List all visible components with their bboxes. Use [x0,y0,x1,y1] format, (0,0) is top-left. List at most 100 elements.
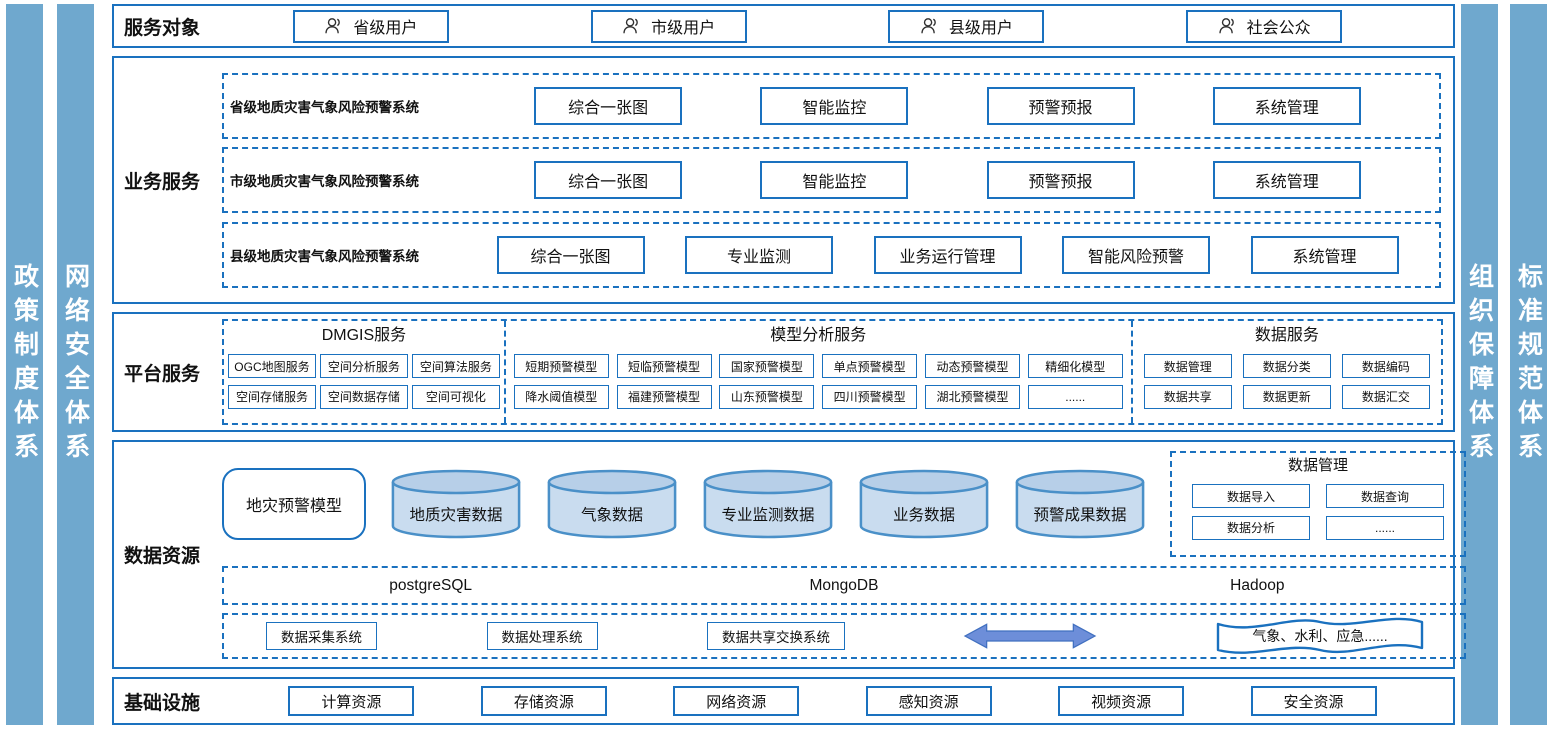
module-box: 系统管理 [1212,86,1361,125]
mgmt-item-box: ...... [1326,515,1444,540]
data-share-exchange-system-box: 数据共享交换系统 [707,622,845,650]
section-infrastructure: 基础设施 计算资源 存储资源 网络资源 感知资源 视频资源 安全资源 [112,677,1455,725]
section-title-business-services: 业务服务 [124,171,201,193]
section-business-services: 业务服务 省级地质灾害气象风险预警系统 综合一张图 智能监控 预警预报 系统管理… [112,56,1455,304]
group-dmgis-services: DMGIS服务 OGC地图服务 空间分析服务 空间算法服务 空间存储服务 空间数… [224,321,504,423]
resource-box-security: 安全资源 [1250,686,1377,716]
cylinder-geo-disaster-data: 地质灾害数据 [390,469,522,539]
user-icon [623,18,638,34]
user-icon [1218,18,1234,34]
service-box: 山东预警模型 [719,384,815,409]
service-box: 空间存储服务 [227,384,316,409]
external-systems-tape: 气象、水利、应急...... [1214,615,1426,657]
business-systems: 省级地质灾害气象风险预警系统 综合一张图 智能监控 预警预报 系统管理 市级地质… [222,58,1453,302]
main-diagram-column: 服务对象 省级用户 市级用户 县级用户 社会公众 [112,4,1466,725]
sidebar-label: 标准规范体系 [1514,262,1543,467]
mgmt-item-box: 数据分析 [1192,515,1310,540]
db-postgresql-label: postgreSQL [389,576,473,594]
data-management-box: 数据管理 数据导入 数据查询 数据分析 ...... [1170,451,1466,558]
user-icon [325,18,341,34]
double-arrow-icon [955,621,1105,651]
database-row: postgreSQL MongoDB Hadoop [222,566,1466,605]
data-management-items: 数据导入 数据查询 数据分析 ...... [1176,477,1460,547]
external-systems-label: 气象、水利、应急...... [1252,628,1388,644]
data-process-system-box: 数据处理系统 [486,622,598,650]
resource-box-sensing: 感知资源 [865,686,992,716]
resource-box-video: 视频资源 [1058,686,1185,716]
service-box: 短期预警模型 [513,354,609,379]
data-stores-row: 地灾预警模型 地质灾害数据 气象数据 专业监测数据 [222,450,1466,558]
service-box: 空间算法服务 [411,354,500,379]
group-model-analysis-services: 模型分析服务 短期预警模型 短临预警模型 国家预警模型 单点预警模型 动态预警模… [503,321,1131,423]
service-box: 湖北预警模型 [924,384,1020,409]
user-label: 县级用户 [948,20,1013,37]
group-data-services: 数据服务 数据管理 数据分类 数据编码 数据共享 数据更新 数据汇交 [1130,321,1441,423]
service-box: 空间数据存储 [319,384,408,409]
service-box: 四川预警模型 [822,384,918,409]
user-box-county: 县级用户 [888,9,1045,43]
sidebar-policy-system: 政策制度体系 [6,4,43,725]
cylinder-label: 专业监测数据 [721,507,815,525]
user-box-public: 社会公众 [1186,9,1343,43]
module-box: 智能监控 [760,86,909,125]
db-mongodb-label: MongoDB [809,576,879,594]
service-box: OGC地图服务 [227,354,316,379]
section-data-resources: 数据资源 地灾预警模型 地质灾害数据 气象数据 专业监测数据 [112,440,1466,669]
system-modules: 综合一张图 专业监测 业务运行管理 智能风险预警 系统管理 [456,235,1439,274]
module-box: 系统管理 [1212,161,1361,199]
group-title: 模型分析服务 [770,327,867,344]
data-collect-system-box: 数据采集系统 [266,622,377,650]
module-box: 综合一张图 [496,235,645,274]
service-box: 空间分析服务 [319,354,408,379]
module-box: 智能监控 [760,161,909,199]
service-box: 动态预警模型 [924,354,1020,379]
service-box: 福建预警模型 [616,384,712,409]
module-box: 系统管理 [1250,235,1399,274]
database-cylinder-icon [391,469,521,539]
database-cylinder-icon [859,469,989,539]
data-resources-content: 地灾预警模型 地质灾害数据 气象数据 专业监测数据 [222,442,1478,667]
service-box: ...... [1027,384,1123,409]
disaster-warning-model-box: 地灾预警模型 [222,468,366,541]
cylinder-business-data: 业务数据 [858,469,990,539]
user-box-province: 省级用户 [292,9,449,43]
section-title-data-resources: 数据资源 [124,546,201,567]
data-management-title: 数据管理 [1287,457,1348,475]
user-box-city: 市级用户 [590,9,747,43]
system-name: 县级地质灾害气象风险预警系统 [230,248,419,264]
user-label: 省级用户 [353,20,418,37]
cylinder-label: 预警成果数据 [1033,507,1127,525]
module-box: 专业监测 [685,235,833,274]
cylinder-warning-result-data: 预警成果数据 [1014,469,1146,539]
database-cylinder-icon [547,469,677,539]
section-title-infrastructure: 基础设施 [124,692,201,714]
cylinder-label: 气象数据 [580,507,643,525]
sidebar-label: 组织保障体系 [1465,262,1494,467]
group-title: DMGIS服务 [321,327,407,344]
section-service-objects: 服务对象 省级用户 市级用户 县级用户 社会公众 [112,4,1455,48]
db-hadoop-label: Hadoop [1230,576,1285,594]
system-county-warning: 县级地质灾害气象风险预警系统 综合一张图 专业监测 业务运行管理 智能风险预警 … [222,221,1441,288]
system-city-warning: 市级地质灾害气象风险预警系统 综合一张图 智能监控 预警预报 系统管理 [222,147,1441,213]
section-title-service-objects: 服务对象 [124,17,201,39]
group-items: 短期预警模型 短临预警模型 国家预警模型 单点预警模型 动态预警模型 精细化模型… [506,348,1131,415]
service-box: 短临预警模型 [616,354,712,379]
database-cylinder-icon [1015,469,1145,539]
platform-groups: DMGIS服务 OGC地图服务 空间分析服务 空间算法服务 空间存储服务 空间数… [222,319,1443,425]
database-cylinder-icon [703,469,833,539]
group-items: OGC地图服务 空间分析服务 空间算法服务 空间存储服务 空间数据存储 空间可视… [224,348,504,415]
service-box: 降水阈值模型 [513,384,609,409]
user-label: 社会公众 [1246,20,1311,37]
system-modules: 综合一张图 智能监控 预警预报 系统管理 [456,161,1439,199]
resource-box-network: 网络资源 [673,686,800,716]
service-box: 数据编码 [1341,354,1430,379]
mgmt-item-box: 数据查询 [1326,484,1444,509]
sidebar-label: 网络安全体系 [61,262,90,467]
module-box: 综合一张图 [534,86,683,125]
cylinder-monitoring-data: 专业监测数据 [702,469,834,539]
user-label: 市级用户 [651,20,716,37]
service-box: 精细化模型 [1027,354,1123,379]
cylinder-label: 地质灾害数据 [409,507,503,525]
service-box: 国家预警模型 [719,354,815,379]
